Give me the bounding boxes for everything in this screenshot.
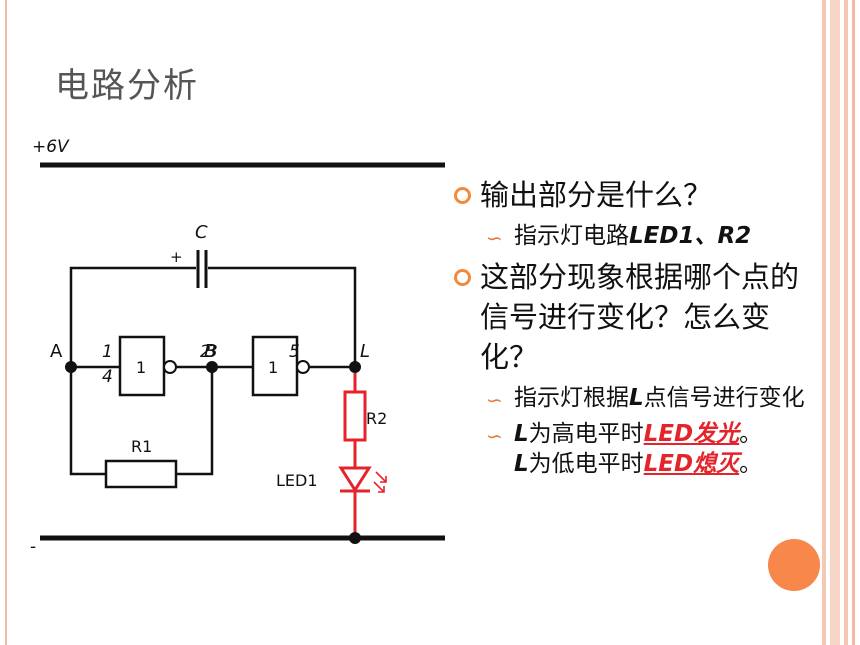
gate-bubble — [163, 360, 177, 374]
sub-text-bold: L — [514, 451, 529, 477]
light-rays-icon — [373, 471, 387, 493]
supply-label: +6V — [32, 137, 70, 157]
page-title: 电路分析 — [55, 66, 199, 106]
pin-label: 5 — [289, 342, 300, 362]
bullet-icon — [454, 269, 471, 286]
sub-text: 指示灯电路 — [514, 223, 629, 249]
sub-bullet-item: ∽ L为高电平时LED发光。 L为低电平时LED熄灭。 — [452, 419, 822, 479]
sub-text-bold: L — [629, 385, 644, 411]
resistor-r2 — [343, 390, 367, 442]
decorative-circle — [768, 539, 820, 591]
wire — [69, 367, 106, 476]
gate2-label: 1 — [268, 358, 278, 377]
led-label: LED1 — [276, 471, 318, 490]
sub-bullet-item: ∽ 指示灯根据L点信号进行变化 — [452, 383, 822, 413]
sub-bullet-icon: ∽ — [486, 226, 503, 250]
sub-text: 为高电平时 — [528, 421, 644, 447]
capacitor-label: C — [195, 222, 208, 243]
frame-right-stripe — [852, 0, 855, 645]
sub-text: 点信号进行变化 — [643, 385, 805, 411]
bullet-item: 输出部分是什么？ — [452, 175, 822, 215]
frame-right-stripe — [830, 0, 840, 645]
ground-label: - — [30, 537, 36, 557]
bullet-text: 输出部分是什么？ — [480, 178, 713, 212]
wire — [208, 266, 357, 367]
sub-bullet-icon: ∽ — [486, 424, 503, 448]
pin-label: 4 — [102, 367, 113, 387]
not-gate-1 — [118, 335, 166, 397]
resistor-r1 — [104, 459, 178, 489]
answer-text: LED发光 — [643, 421, 740, 447]
sub-text: 。 — [739, 421, 763, 447]
gate-bubble — [296, 360, 310, 374]
frame-right-stripe — [822, 0, 826, 645]
node-l-label: L — [360, 341, 370, 362]
bullet-icon — [454, 187, 471, 204]
bullet-list: 输出部分是什么？ ∽ 指示灯电路LED1、R2 这部分现象根据哪个点的信号进行变… — [452, 175, 822, 485]
r1-label: R1 — [131, 437, 152, 456]
led-diode — [338, 466, 372, 493]
frame-right-stripe — [844, 0, 848, 645]
sub-text: 指示灯根据 — [514, 385, 629, 411]
r2-label: R2 — [366, 409, 387, 428]
frame-left — [5, 0, 7, 645]
sub-text: 为低电平时 — [528, 451, 644, 477]
gate1-label: 1 — [136, 358, 146, 377]
pin-label: 2 — [200, 342, 211, 362]
capacitor-plus: + — [170, 248, 183, 266]
sub-text-bold: LED1、R2 — [629, 223, 752, 249]
pin-label: 1 — [102, 342, 113, 362]
bullet-item: 这部分现象根据哪个点的信号进行变化？怎么变化？ — [452, 257, 822, 377]
sub-bullet-item: ∽ 指示灯电路LED1、R2 — [452, 221, 822, 251]
pin-label: 3 — [207, 342, 218, 362]
node-a-label: A — [50, 341, 63, 362]
bullet-text: 这部分现象根据哪个点的信号进行变化？怎么变化？ — [480, 260, 800, 374]
sub-bullet-icon: ∽ — [486, 388, 503, 412]
sub-text-bold: L — [514, 421, 529, 447]
wire — [176, 367, 214, 476]
sub-text: 。 — [739, 451, 763, 477]
answer-text: LED熄灭 — [643, 451, 740, 477]
node-ground — [349, 532, 361, 544]
wire — [69, 266, 196, 367]
node-b-label: B — [204, 341, 216, 362]
node-l — [349, 361, 361, 373]
